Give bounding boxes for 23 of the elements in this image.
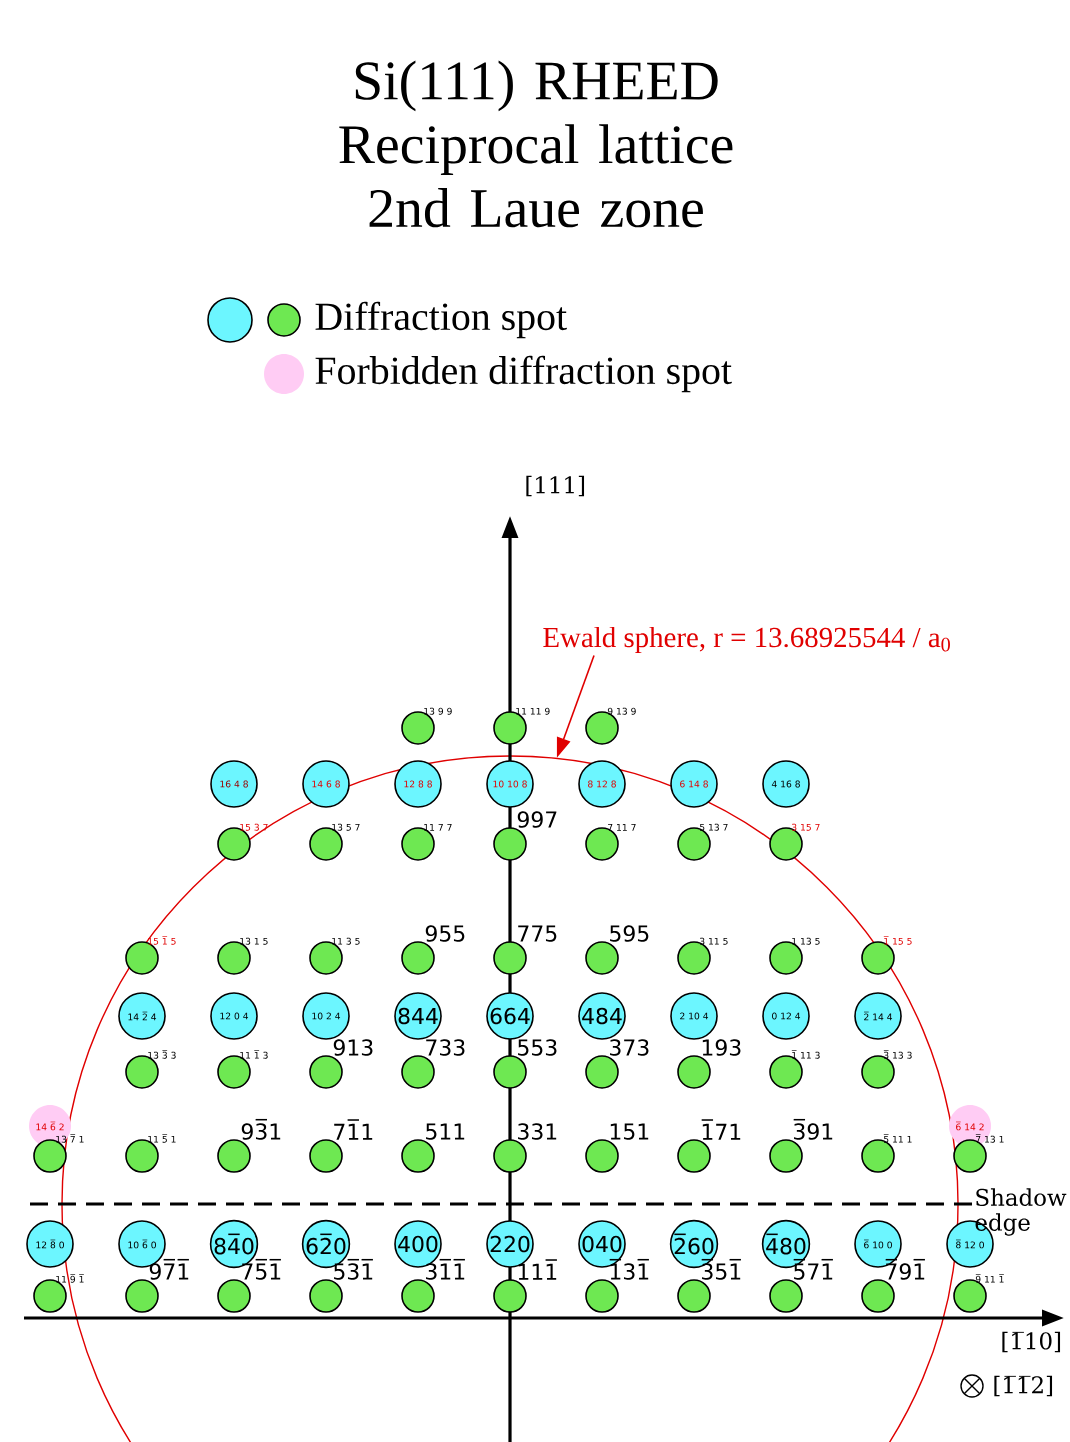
spot-label: 193 bbox=[702, 1039, 741, 1056]
spot-label: 1̅71 bbox=[701, 1119, 741, 1140]
spot-label: 997 bbox=[517, 811, 557, 828]
callout-label: Ewald sphere, r = 13.68925544 / a$_{0}$ bbox=[543, 626, 950, 654]
spot-label: 595 bbox=[610, 925, 649, 942]
spot-label: 733 bbox=[426, 1039, 465, 1056]
spot-label: 151 bbox=[610, 1123, 649, 1140]
title: Si(111) RHEED Reciprocal lattice 2nd Laue zone bbox=[339, 60, 733, 228]
legend-label: Diffraction spot bbox=[315, 301, 567, 339]
spot-label: 71̅1 bbox=[334, 1119, 373, 1140]
axis-label: [1̅10] bbox=[1002, 1331, 1061, 1353]
spot-label: 93̅1 bbox=[241, 1118, 281, 1140]
spot-label: 3̅91 bbox=[793, 1118, 833, 1140]
spot-label: 913 bbox=[333, 1039, 373, 1056]
spot-label: 511 bbox=[426, 1123, 465, 1140]
spot-label: 775 bbox=[518, 925, 557, 942]
legend-label: Forbidden diffraction spot bbox=[315, 355, 732, 393]
spot-label: 955 bbox=[425, 925, 465, 942]
spot-label: 331 bbox=[518, 1123, 557, 1140]
spot-label: 373 bbox=[610, 1039, 649, 1056]
axis-label: [1̅1̅2] bbox=[994, 1375, 1053, 1397]
spot-label: 553 bbox=[518, 1039, 557, 1056]
axis-label: [111] bbox=[526, 475, 585, 497]
